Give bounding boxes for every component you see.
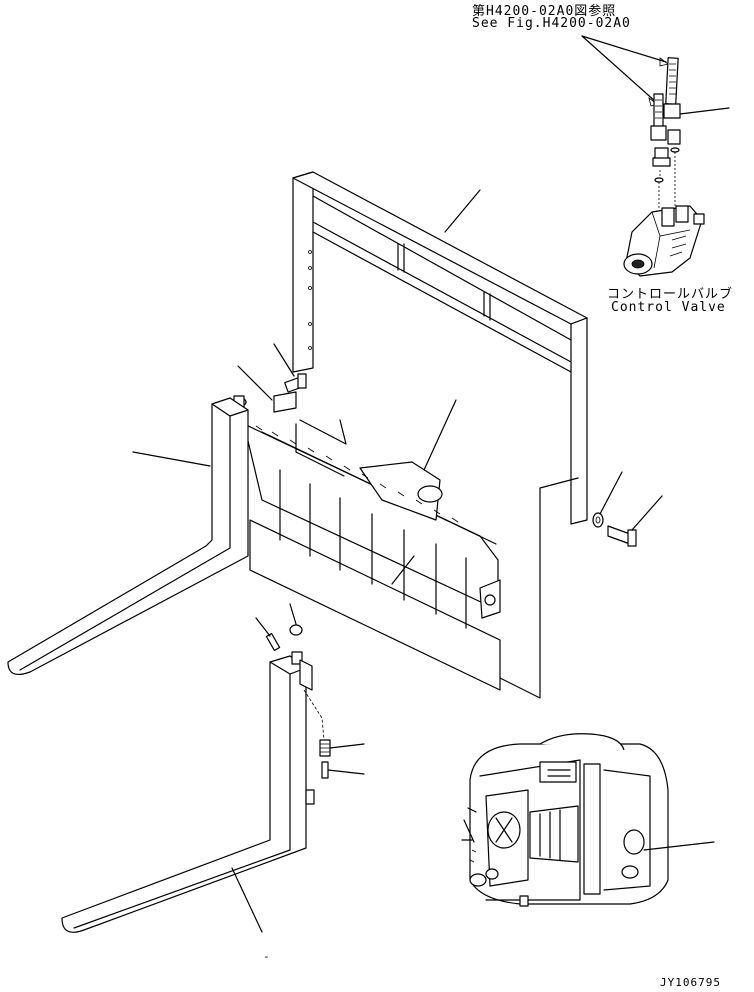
side-bolt-washer <box>592 471 663 547</box>
control-valve-label-jp: コントロールバルブ <box>607 287 734 302</box>
fork-stopper-pins <box>255 603 365 779</box>
reference-note-en: See Fig.H4200-02A0 <box>472 16 631 31</box>
truck-top-view-inset <box>461 733 715 907</box>
bottom-mark: - <box>263 950 271 963</box>
drawing-id: JY106795 <box>660 976 721 989</box>
fork-lower <box>61 655 315 933</box>
carriage-backrest-link <box>499 477 579 699</box>
control-valve <box>623 205 705 277</box>
backrest-bolt <box>237 343 307 413</box>
hydraulic-hose-fittings <box>650 57 730 210</box>
fork-upper <box>7 397 249 675</box>
reference-leader-lines <box>581 35 669 107</box>
reference-note-jp: 第H4200-02A0図参照 <box>472 4 617 19</box>
load-backrest-frame <box>292 171 588 525</box>
control-valve-label-en: Control Valve <box>611 300 726 315</box>
